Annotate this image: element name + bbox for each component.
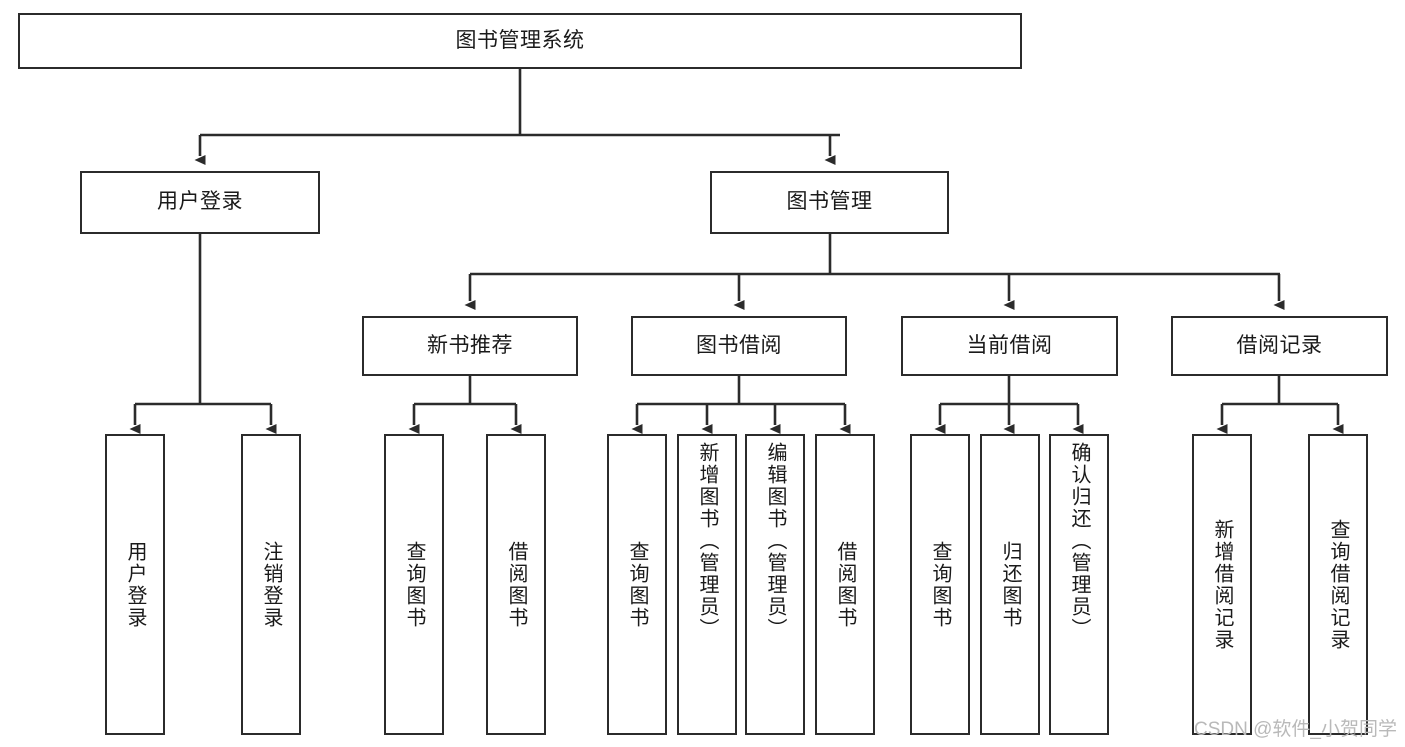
node-book-borrow-label: 图书借阅	[696, 333, 782, 357]
node-root-label: 图书管理系统	[455, 28, 585, 52]
node-leaf-query-book-c[interactable]: 查询图书	[910, 434, 970, 735]
node-leaf-confirm-return-label: 确认归还（管理员）	[1068, 442, 1090, 640]
node-leaf-return-book[interactable]: 归还图书	[980, 434, 1040, 735]
node-book-manage[interactable]: 图书管理	[710, 171, 949, 234]
node-current-borrow-label: 当前借阅	[966, 333, 1053, 357]
node-leaf-add-record-label: 新增借阅记录	[1211, 518, 1233, 651]
node-book-manage-label: 图书管理	[786, 190, 873, 214]
node-user-login[interactable]: 用户登录	[80, 171, 320, 234]
node-user-login-label: 用户登录	[157, 190, 243, 214]
node-leaf-user-login[interactable]: 用户登录	[105, 434, 165, 735]
node-current-borrow[interactable]: 当前借阅	[901, 316, 1118, 376]
node-borrow-record-label: 借阅记录	[1236, 333, 1323, 357]
node-leaf-edit-book-label: 编辑图书（管理员）	[764, 442, 786, 640]
node-new-book-recommend[interactable]: 新书推荐	[362, 316, 578, 376]
node-leaf-add-record[interactable]: 新增借阅记录	[1192, 434, 1252, 735]
node-leaf-query-record[interactable]: 查询借阅记录	[1308, 434, 1368, 735]
node-leaf-borrow-book-a[interactable]: 借阅图书	[486, 434, 546, 735]
node-leaf-query-book-b-label: 查询图书	[626, 540, 648, 629]
node-new-book-recommend-label: 新书推荐	[427, 333, 513, 357]
node-leaf-add-book[interactable]: 新增图书（管理员）	[677, 434, 737, 735]
node-leaf-logout[interactable]: 注销登录	[241, 434, 301, 735]
node-leaf-return-book-label: 归还图书	[999, 540, 1021, 629]
node-leaf-user-login-label: 用户登录	[124, 540, 146, 629]
node-leaf-query-book-c-label: 查询图书	[929, 540, 951, 629]
node-leaf-query-book-a-label: 查询图书	[403, 540, 425, 629]
node-leaf-borrow-book-b[interactable]: 借阅图书	[815, 434, 875, 735]
node-leaf-borrow-book-b-label: 借阅图书	[834, 540, 856, 629]
node-leaf-query-book-b[interactable]: 查询图书	[607, 434, 667, 735]
node-leaf-edit-book[interactable]: 编辑图书（管理员）	[745, 434, 805, 735]
node-leaf-confirm-return[interactable]: 确认归还（管理员）	[1049, 434, 1109, 735]
node-leaf-query-book-a[interactable]: 查询图书	[384, 434, 444, 735]
node-leaf-add-book-label: 新增图书（管理员）	[696, 442, 718, 640]
node-leaf-logout-label: 注销登录	[260, 540, 282, 629]
node-leaf-query-record-label: 查询借阅记录	[1327, 518, 1349, 651]
node-leaf-borrow-book-a-label: 借阅图书	[505, 540, 527, 629]
node-root[interactable]: 图书管理系统	[18, 13, 1022, 69]
node-borrow-record[interactable]: 借阅记录	[1171, 316, 1388, 376]
node-book-borrow[interactable]: 图书借阅	[631, 316, 847, 376]
